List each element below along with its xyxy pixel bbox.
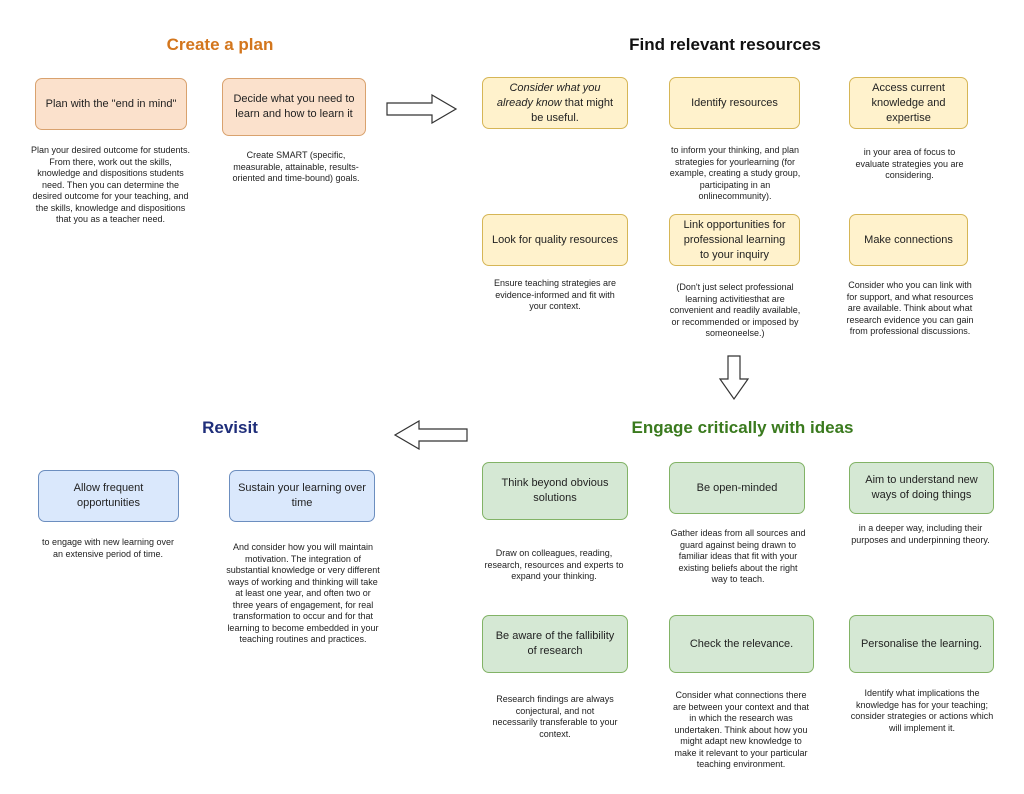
identify-resources-desc: to inform your thinking, and plan strate… [669, 145, 801, 201]
check-relevance-box: Check the relevance. [669, 615, 814, 673]
be-aware-fallibility-label: Be aware of the fallibility of research [495, 630, 615, 657]
sustain-learning-label: Sustain your learning over time [238, 482, 366, 509]
allow-frequent-label: Allow frequent opportunities [73, 482, 144, 509]
decide-what-to-learn-label: Decide what you need to learn and how to… [233, 93, 355, 120]
make-connections-label: Make connections [864, 233, 953, 246]
create-a-plan-title: Create a plan [166, 35, 274, 54]
personalise-learning-box: Personalise the learning. [849, 615, 994, 673]
allow-frequent-desc: to engage with new learning over an exte… [41, 537, 175, 559]
engage-critically-title: Engage critically with ideas [631, 418, 854, 437]
look-for-quality-label: Look for quality resources [492, 233, 618, 246]
be-open-minded-box: Be open-minded [669, 462, 805, 514]
consider-italic-text: Consider what you already know [496, 81, 601, 109]
make-connections-box: Make connections [849, 214, 968, 266]
consider-rest-text: that might be useful. [531, 96, 614, 124]
arrow-left-icon [393, 420, 468, 450]
be-aware-fallibility-box: Be aware of the fallibility of research [482, 615, 628, 673]
link-opportunities-label: Link opportunities for professional lear… [683, 218, 786, 261]
find-relevant-resources-title: Find relevant resources [629, 35, 821, 54]
sustain-learning-box: Sustain your learning over time [229, 470, 375, 522]
consider-what-you-know-label: Consider what you already know that migh… [491, 81, 619, 126]
look-for-quality-desc: Ensure teaching strategies are evidence-… [493, 278, 617, 311]
arrow-down-icon [718, 355, 750, 401]
arrow-right-icon [386, 94, 458, 124]
plan-end-in-mind-desc: Plan your desired outcome for students. … [30, 145, 191, 224]
plan-end-in-mind-label: Plan with the "end in mind" [45, 97, 177, 110]
revisit-title: Revisit [202, 418, 258, 437]
plan-end-in-mind-box: Plan with the "end in mind" [35, 78, 187, 130]
personalise-learning-label: Personalise the learning. [860, 637, 983, 650]
identify-resources-box: Identify resources [669, 77, 800, 129]
allow-frequent-box: Allow frequent opportunities [38, 470, 179, 522]
make-connections-desc: Consider who you can link with for suppo… [846, 280, 974, 336]
consider-what-you-know-box: Consider what you already know that migh… [482, 77, 628, 129]
think-beyond-label: Think beyond obvious solutions [501, 477, 609, 504]
aim-to-understand-desc: in a deeper way, including their purpose… [851, 523, 990, 545]
think-beyond-box: Think beyond obvious solutions [482, 462, 628, 520]
decide-what-to-learn-box: Decide what you need to learn and how to… [222, 78, 366, 136]
check-relevance-desc: Consider what connections there are betw… [672, 690, 810, 769]
access-knowledge-box: Access current knowledge and expertise [849, 77, 968, 129]
aim-to-understand-box: Aim to understand new ways of doing thin… [849, 462, 994, 514]
identify-resources-label: Identify resources [691, 96, 778, 109]
think-beyond-desc: Draw on colleagues, reading, research, r… [484, 548, 624, 581]
access-knowledge-label: Access current knowledge and expertise [871, 81, 946, 124]
link-opportunities-desc: (Don't just select professional learning… [669, 282, 801, 338]
be-aware-fallibility-desc: Research findings are always conjectural… [492, 694, 618, 739]
be-open-minded-label: Be open-minded [696, 481, 778, 494]
sustain-learning-desc: And consider how you will maintain motiv… [226, 542, 380, 644]
decide-what-to-learn-desc: Create SMART (specific, measurable, atta… [232, 150, 360, 183]
personalise-learning-desc: Identify what implications the knowledge… [850, 688, 994, 733]
be-open-minded-desc: Gather ideas from all sources and guard … [670, 528, 806, 584]
aim-to-understand-label: Aim to understand new ways of doing thin… [865, 474, 978, 501]
look-for-quality-box: Look for quality resources [482, 214, 628, 266]
access-knowledge-desc: in your area of focus to evaluate strate… [855, 147, 964, 180]
check-relevance-label: Check the relevance. [689, 637, 794, 650]
link-opportunities-box: Link opportunities for professional lear… [669, 214, 800, 266]
